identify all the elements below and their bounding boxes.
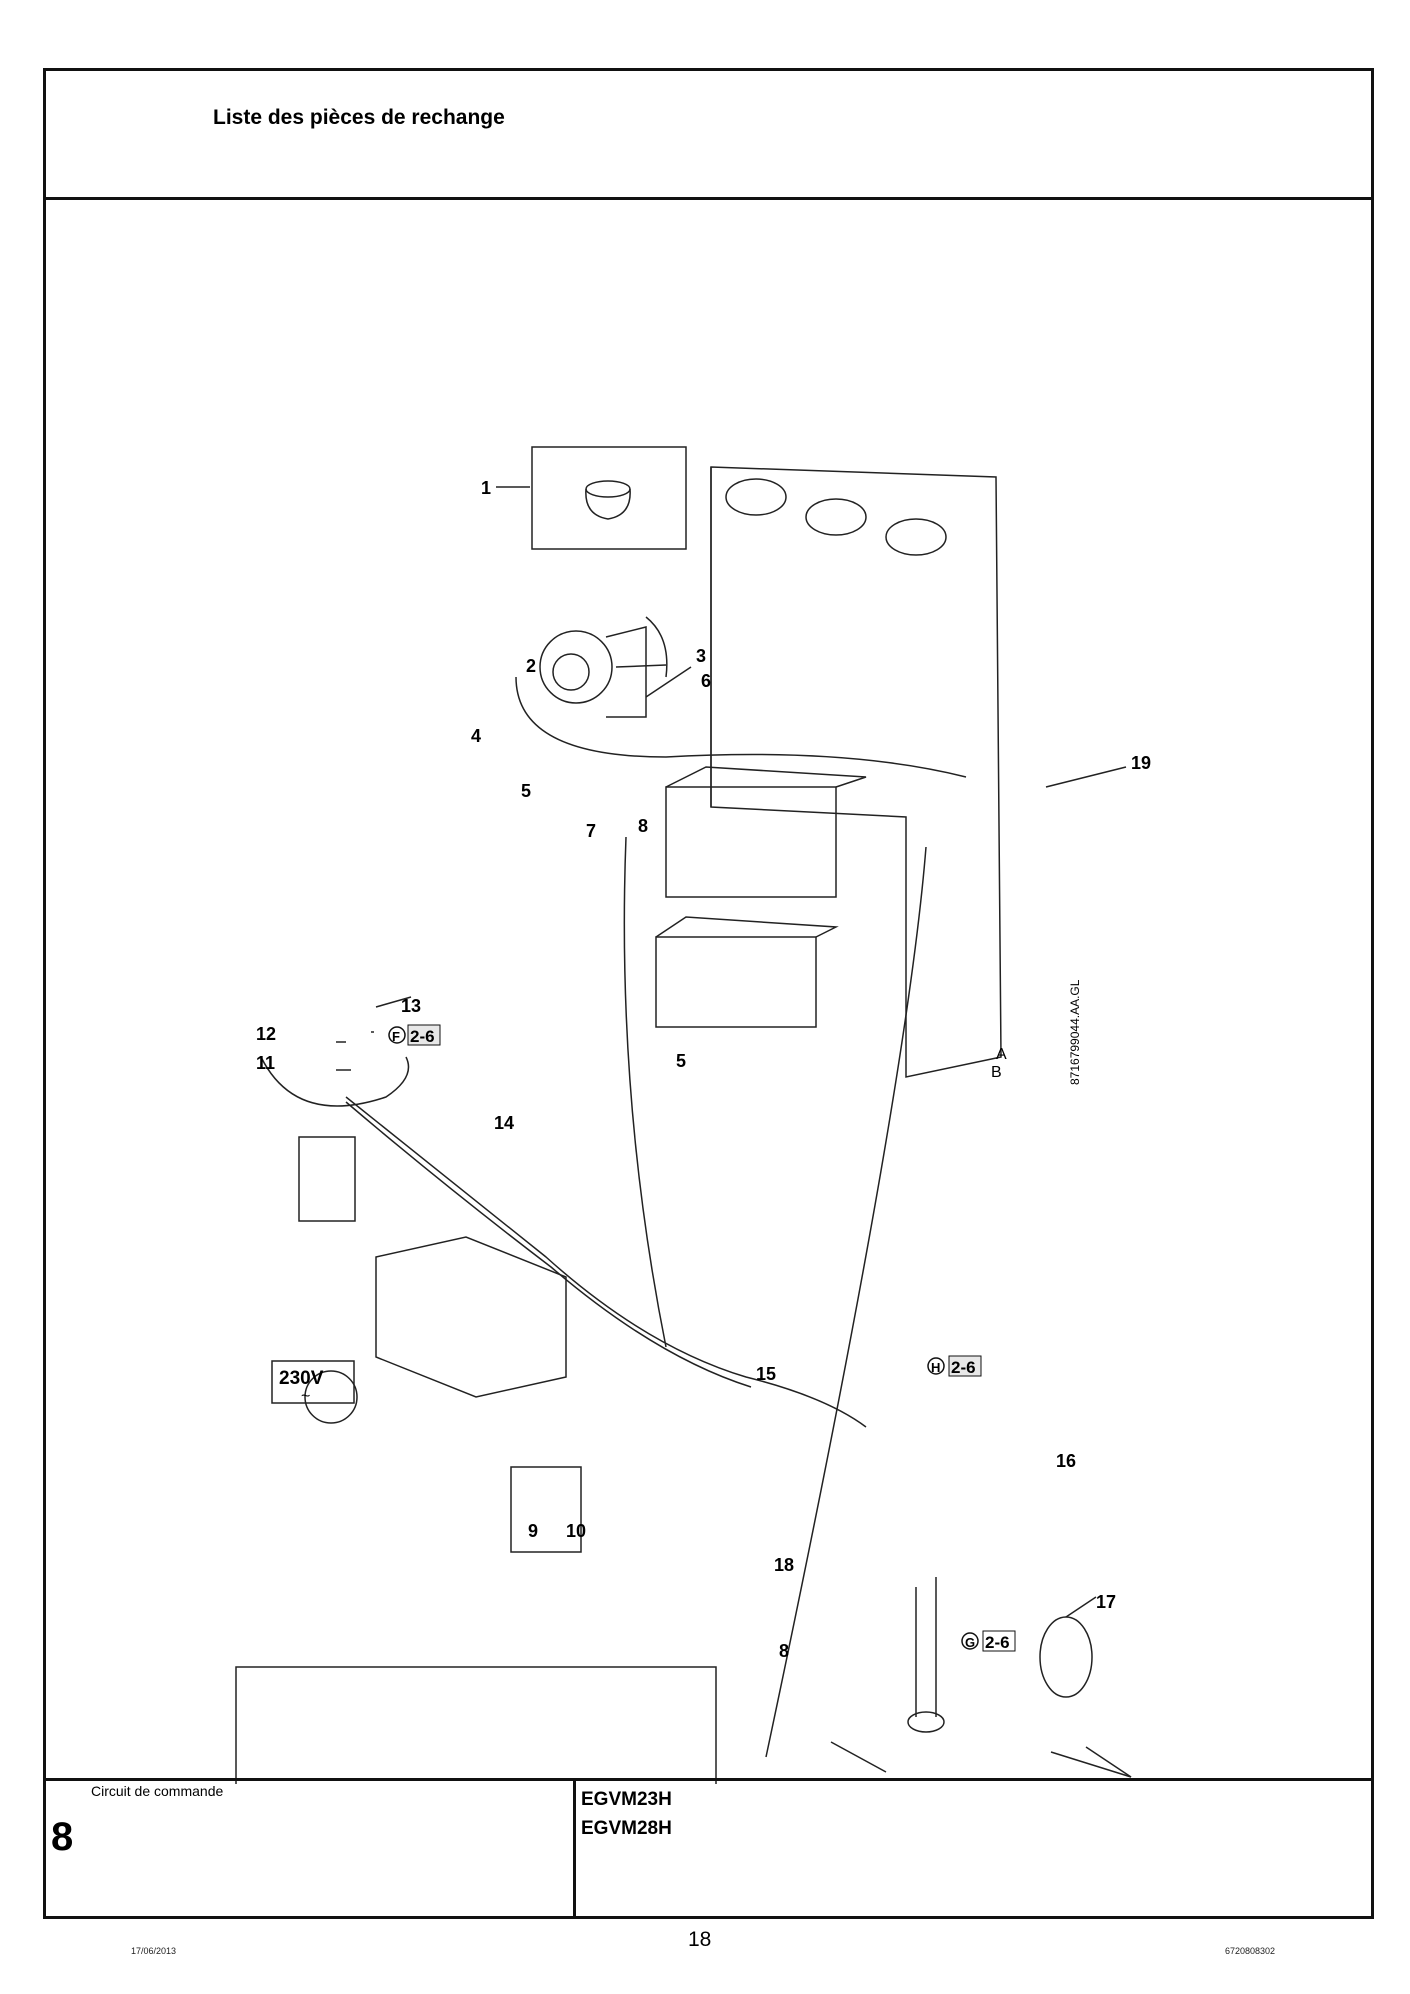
ref-marker-h: H 2-6 <box>927 1355 982 1377</box>
svg-text:2-6: 2-6 <box>985 1633 1010 1652</box>
drawing-id: 8716799044.AA.GL <box>1068 979 1082 1085</box>
callout-14: 14 <box>494 1113 514 1133</box>
pump <box>304 1370 358 1424</box>
fan-motor <box>539 630 613 704</box>
power-label-box <box>271 1360 355 1404</box>
callout-11: 11 <box>256 1053 275 1073</box>
model-name: EGVM23H <box>581 1789 672 1810</box>
boiler-chassis <box>710 466 1002 1078</box>
callout-8b: 8 <box>779 1641 789 1661</box>
svg-text:F: F <box>392 1029 400 1044</box>
ref-marker-f: F 2-6 <box>388 1024 441 1046</box>
gas-valve <box>510 1466 582 1553</box>
document-code: 6720808302 <box>1225 1946 1276 1956</box>
model-list: EGVM23H EGVM28H <box>581 1785 672 1843</box>
exploded-parts-diagram: 1 2 3 4 5 6 7 8 19 13 12 11 5 14 15 16 9… <box>46 197 1371 1838</box>
callout-16: 16 <box>1056 1451 1076 1471</box>
callout-17: 17 <box>1096 1592 1116 1612</box>
point-label-b: B <box>991 1064 1002 1081</box>
section-name: Circuit de commande <box>91 1783 224 1799</box>
svg-text:2-6: 2-6 <box>951 1358 976 1377</box>
burner <box>655 936 817 1028</box>
point-label-a: A <box>996 1046 1007 1063</box>
callout-8: 8 <box>638 816 648 836</box>
callout-1: 1 <box>481 478 491 498</box>
callout-7: 7 <box>586 821 596 841</box>
callout-5: 5 <box>521 781 531 801</box>
callout-13: 13 <box>401 996 421 1016</box>
part-16-ring <box>1039 1616 1093 1698</box>
footer-row: Circuit de commande 8 EGVM23H EGVM28H <box>46 1778 1371 1916</box>
part-1-box <box>531 446 687 550</box>
siphon-base <box>907 1711 945 1733</box>
svg-text:H: H <box>931 1360 940 1375</box>
ac-symbol: ~ <box>301 1388 310 1405</box>
control-board <box>235 1666 717 1788</box>
diagram-svg: 1 2 3 4 5 6 7 8 19 13 12 11 5 14 15 16 9… <box>235 446 1151 1838</box>
callout-6: 6 <box>701 671 711 691</box>
svg-text:G: G <box>965 1635 975 1650</box>
header-row: Liste des pièces de rechange <box>46 71 1371 200</box>
control-box <box>375 1236 567 1398</box>
svg-text:2-6: 2-6 <box>410 1027 435 1046</box>
callout-19: 19 <box>1131 753 1151 773</box>
wiring-harness <box>345 1096 867 1428</box>
page-frame: Liste des pièces de rechange <box>43 68 1374 1919</box>
callout-3: 3 <box>696 646 706 666</box>
heat-exchanger <box>665 786 837 898</box>
section-number: 8 <box>51 1815 74 1859</box>
callout-15: 15 <box>756 1364 776 1384</box>
callout-10: 10 <box>566 1521 586 1541</box>
callout-9: 9 <box>528 1521 538 1541</box>
page-number: 18 <box>688 1928 712 1951</box>
part-1-body <box>585 488 631 520</box>
ref-marker-g: G 2-6 <box>961 1630 1016 1652</box>
callout-5b: 5 <box>676 1051 686 1071</box>
callout-4: 4 <box>471 726 481 746</box>
part-11-box <box>298 1136 356 1222</box>
footer-section-cell: Circuit de commande 8 <box>46 1781 576 1916</box>
callout-18: 18 <box>774 1555 794 1575</box>
page-date: 17/06/2013 <box>131 1946 177 1956</box>
model-name: EGVM28H <box>581 1818 672 1839</box>
voltage-label: 230V <box>279 1368 324 1389</box>
page-title: Liste des pièces de rechange <box>213 106 505 129</box>
callout-12: 12 <box>256 1024 276 1044</box>
part-1-ring <box>585 480 631 498</box>
callout-2: 2 <box>526 656 536 676</box>
